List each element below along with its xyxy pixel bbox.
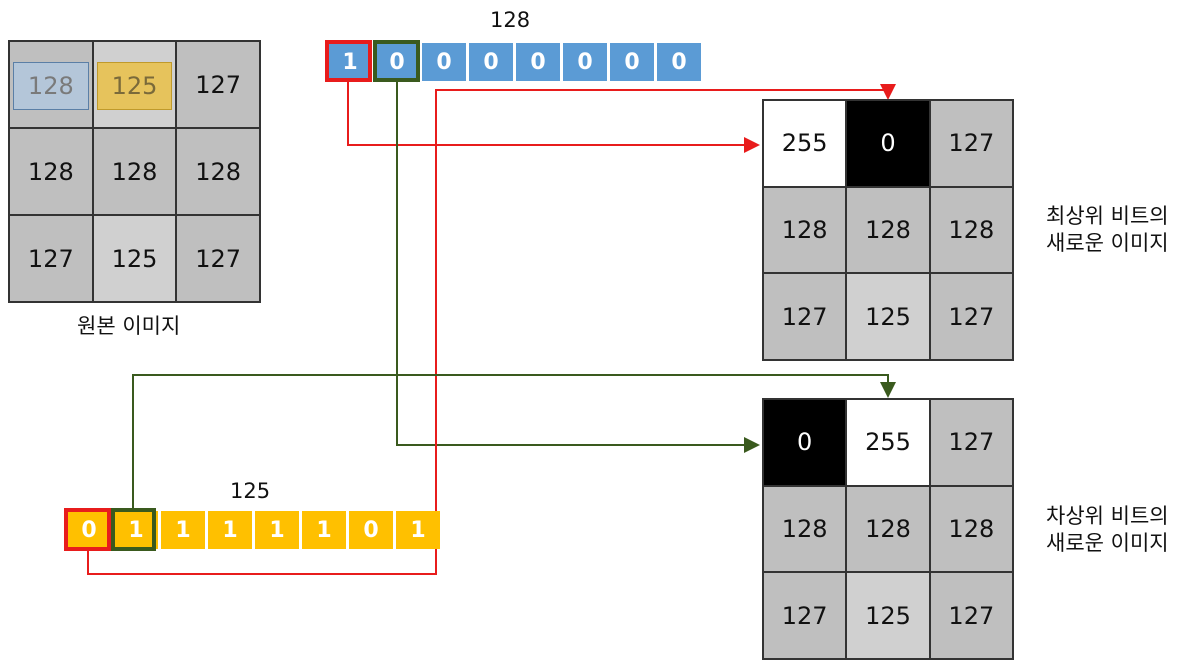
second-cell-7: 125: [847, 573, 929, 658]
msb-cell-3: 128: [764, 187, 846, 273]
bit-128-msb-highlight: [325, 40, 372, 82]
second-cell-2: 127: [930, 400, 1012, 485]
msb-caption-line1: 최상위 비트의: [1046, 204, 1169, 228]
bit-125-1: 1: [114, 511, 158, 549]
orig-cell-1: 125: [93, 42, 176, 127]
bit-128-7: 0: [657, 43, 701, 81]
bit-125-5: 1: [302, 511, 346, 549]
value-128-label: 128: [490, 8, 531, 32]
second-cell-0: 0: [764, 400, 846, 485]
bit-125-second-highlight: [111, 508, 156, 551]
orig-cell-6: 127: [10, 216, 92, 301]
bit-125-7: 1: [396, 511, 440, 549]
msb-image-grid: 255 0 127 128 128 128 127 125 127: [762, 99, 1014, 361]
bit-128-4: 0: [516, 43, 560, 81]
bit-125-2: 1: [161, 511, 205, 549]
bit-128-5: 0: [563, 43, 607, 81]
second-cell-4: 128: [847, 486, 929, 572]
arrow-125-msb: [87, 84, 896, 575]
arrow-125-bit2: [132, 374, 896, 510]
bit-128-second-highlight: [373, 40, 420, 82]
second-caption-line2: 새로운 이미지: [1046, 531, 1169, 555]
bit-128-6: 0: [610, 43, 654, 81]
msb-cell-5: 128: [930, 187, 1012, 273]
msb-cell-6: 127: [764, 274, 846, 359]
orig-cell-3: 128: [10, 129, 92, 214]
bit-128-1: 0: [375, 43, 419, 81]
bit-125-6: 0: [349, 511, 393, 549]
msb-caption-line2: 새로운 이미지: [1046, 231, 1169, 255]
arrow-128-bit2: [396, 80, 760, 453]
bit-128-3: 0: [469, 43, 513, 81]
bit-128-2: 0: [422, 43, 466, 81]
bit-125-0: 0: [67, 511, 111, 549]
orig-cell-4: 128: [93, 129, 176, 214]
bit-125-3: 1: [208, 511, 252, 549]
arrow-128-msb: [347, 80, 760, 153]
orig-cell-2: 127: [177, 42, 259, 127]
msb-cell-0: 255: [764, 101, 846, 186]
msb-cell-4: 128: [847, 187, 929, 273]
bit-125-4: 1: [255, 511, 299, 549]
second-cell-8: 127: [930, 573, 1012, 658]
orig-cell-7: 125: [93, 216, 176, 301]
original-image-grid: 128 125 127 128 128 128 127 125 127: [8, 40, 261, 303]
orig-cell-0-highlight: 128: [13, 62, 89, 110]
orig-cell-5: 128: [177, 129, 259, 214]
original-caption: 원본 이미지: [77, 314, 181, 338]
msb-cell-8: 127: [930, 274, 1012, 359]
second-cell-5: 128: [930, 486, 1012, 572]
second-image-grid: 0 255 127 128 128 128 127 125 127: [762, 398, 1014, 660]
msb-cell-7: 125: [847, 274, 929, 359]
msb-cell-1: 0: [847, 101, 929, 186]
orig-cell-0: 128: [10, 42, 92, 127]
bit-125-msb-highlight: [64, 508, 111, 551]
msb-cell-2: 127: [930, 101, 1012, 186]
orig-cell-1-highlight: 125: [96, 62, 173, 110]
bits-125-row: 0 1 1 1 1 1 0 1: [67, 511, 443, 549]
bit-128-0: 1: [328, 43, 372, 81]
bits-128-row: 1 0 0 0 0 0 0 0: [328, 43, 704, 81]
second-cell-6: 127: [764, 573, 846, 658]
orig-cell-8: 127: [177, 216, 259, 301]
second-cell-3: 128: [764, 486, 846, 572]
second-cell-1: 255: [847, 400, 929, 485]
value-125-label: 125: [230, 479, 271, 503]
second-caption-line1: 차상위 비트의: [1046, 504, 1169, 528]
